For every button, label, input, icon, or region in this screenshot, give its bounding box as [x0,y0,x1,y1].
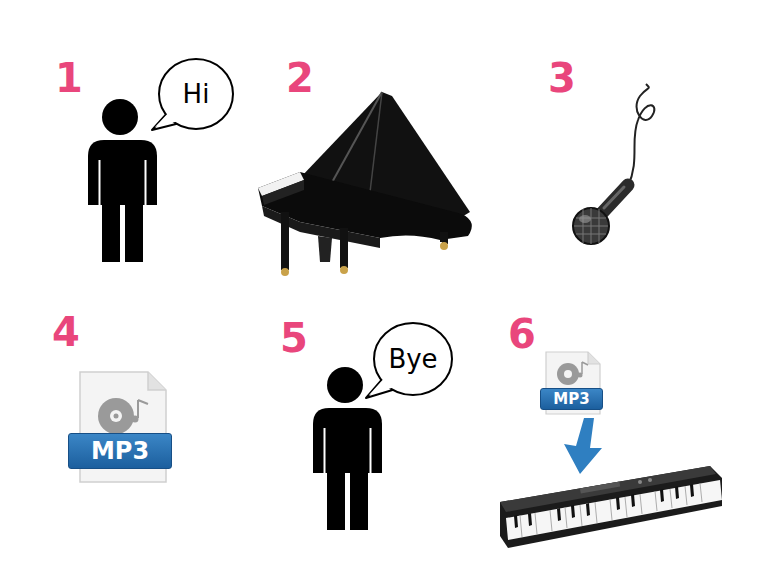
digital-keyboard [500,466,722,548]
file-type-text: MP3 [91,438,149,464]
microphone [573,84,654,244]
file-type-text: MP3 [553,391,589,408]
file-type-badge: MP3 [540,388,603,410]
file-type-badge: MP3 [68,433,172,469]
person-figure [88,99,157,262]
speech-text: Bye [388,345,437,374]
callout-number: 5 [280,318,308,358]
callout-number: 1 [55,58,83,98]
grand-piano [258,92,472,276]
callout-number: 2 [286,58,314,98]
speech-bubble: Bye [373,322,453,396]
speech-bubble: Hi [158,58,234,130]
down-arrow [564,418,602,474]
speech-text: Hi [183,80,210,109]
callout-number: 3 [548,58,576,98]
callout-number: 6 [508,314,536,354]
callout-number: 4 [52,312,80,352]
